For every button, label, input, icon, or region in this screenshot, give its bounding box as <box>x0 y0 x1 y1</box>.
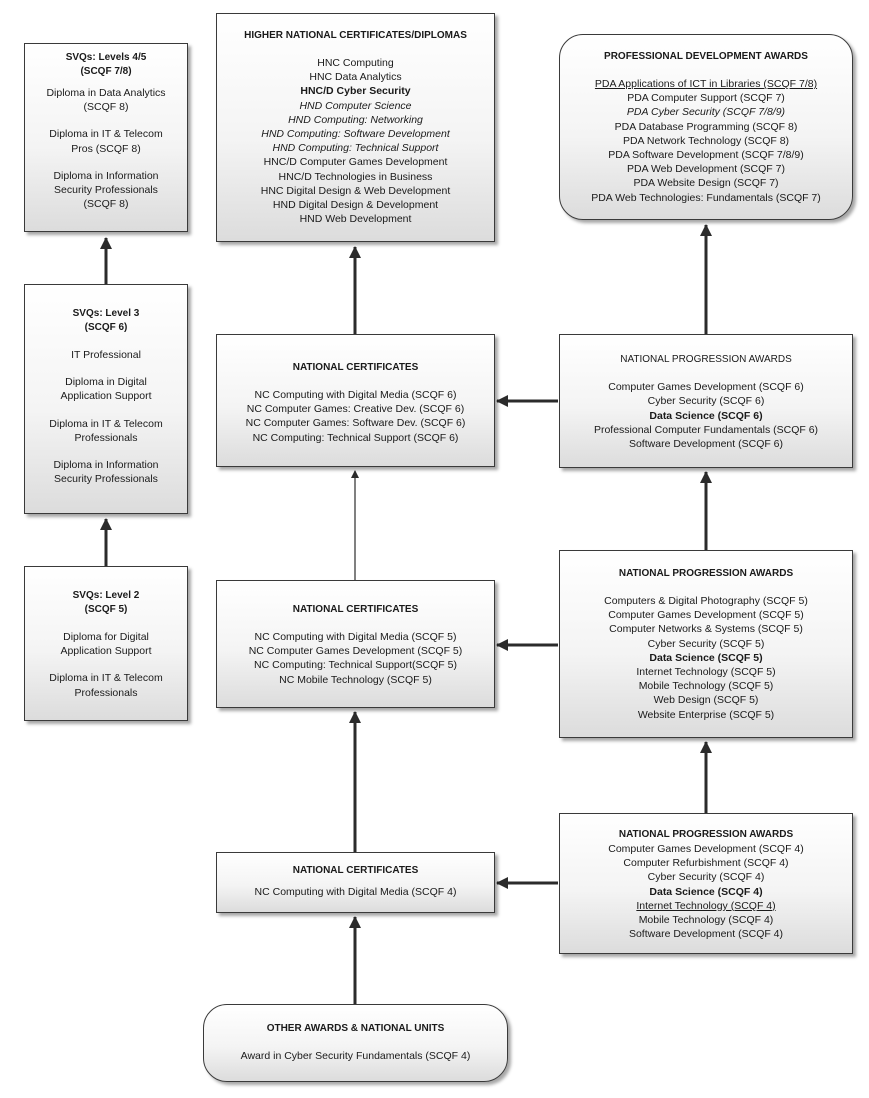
box-title: SVQs: Level 3 <box>72 308 140 319</box>
list-item: PDA Web Development (SCQF 7) <box>627 163 785 176</box>
box-subtitle: (SCQF 5) <box>84 604 128 615</box>
list-item: Computer Games Development (SCQF 6) <box>608 381 804 394</box>
box-title: SVQs: Levels 4/5 <box>65 52 147 63</box>
npa-scqf4-box: NATIONAL PROGRESSION AWARDS Computer Gam… <box>559 813 853 954</box>
list-item: Software Development (SCQF 4) <box>628 928 784 941</box>
list-item: Award in Cyber Security Fundamentals (SC… <box>240 1050 471 1062</box>
list-item: NC Computer Games: Software Dev. (SCQF 6… <box>245 417 466 430</box>
box-title: OTHER AWARDS & NATIONAL UNITS <box>266 1023 445 1034</box>
list-item: PDA Software Development (SCQF 7/8/9) <box>608 149 804 162</box>
list-item: PDA Computer Support (SCQF 7) <box>627 92 785 105</box>
list-item: Computer Refurbishment (SCQF 4) <box>623 857 789 870</box>
list-item: Cyber Security (SCQF 6) <box>647 395 765 408</box>
list-item: HND Computing: Networking <box>288 113 423 126</box>
list-item: Security Professionals <box>54 184 158 197</box>
box-title: SVQs: Level 2 <box>72 590 140 601</box>
svq-levels-4-5-box: SVQs: Levels 4/5 (SCQF 7/8) Diploma in D… <box>24 43 188 232</box>
list-item: HNC Data Analytics <box>309 71 402 84</box>
list-item: NC Computing with Digital Media (SCQF 5) <box>254 631 457 643</box>
box-title: NATIONAL PROGRESSION AWARDS <box>618 829 794 840</box>
list-item: HNC/D Computer Games Development <box>263 156 448 169</box>
list-item: Computer Games Development (SCQF 4) <box>608 843 804 855</box>
box-title: HIGHER NATIONAL CERTIFICATES/DIPLOMAS <box>244 30 467 41</box>
box-title: NATIONAL CERTIFICATES <box>292 362 419 373</box>
list-item: HND Web Development <box>299 213 412 226</box>
list-item: Diploma in Information <box>53 459 159 472</box>
list-item: HNC/D Technologies in Business <box>278 170 433 183</box>
list-item: Diploma in Data Analytics <box>46 87 166 99</box>
list-item: PDA Website Design (SCQF 7) <box>633 177 779 190</box>
list-item: Diploma in IT & Telecom <box>49 417 163 430</box>
npa-scqf5-box: NATIONAL PROGRESSION AWARDS Computers & … <box>559 550 853 738</box>
list-item: Computers & Digital Photography (SCQF 5) <box>604 595 808 607</box>
list-item: Web Design (SCQF 5) <box>653 694 759 707</box>
list-item: Computer Networks & Systems (SCQF 5) <box>609 623 803 636</box>
list-item: Data Science (SCQF 6) <box>649 409 763 422</box>
list-item: Internet Technology (SCQF 4) <box>636 899 776 912</box>
list-item: Software Development (SCQF 6) <box>628 438 784 451</box>
pda-box: PROFESSIONAL DEVELOPMENT AWARDS PDA Appl… <box>559 34 853 220</box>
list-item: PDA Database Programming (SCQF 8) <box>614 120 798 133</box>
list-item: HNC Digital Design & Web Development <box>260 184 451 197</box>
list-item: HND Computing: Technical Support <box>272 142 439 155</box>
list-item: (SCQF 8) <box>83 198 129 211</box>
other-awards-box: OTHER AWARDS & NATIONAL UNITS Award in C… <box>203 1004 508 1082</box>
box-subtitle: (SCQF 6) <box>84 322 128 333</box>
list-item: Professionals <box>74 431 138 444</box>
box-title: PROFESSIONAL DEVELOPMENT AWARDS <box>604 51 808 62</box>
list-item: PDA Network Technology (SCQF 8) <box>622 134 790 147</box>
national-certificates-scqf6-box: NATIONAL CERTIFICATES NC Computing with … <box>216 334 495 467</box>
box-title: NATIONAL PROGRESSION AWARDS <box>620 354 792 365</box>
list-item: Data Science (SCQF 5) <box>649 651 763 664</box>
list-item: (SCQF 8) <box>83 101 129 114</box>
list-item: Pros (SCQF 8) <box>71 142 141 155</box>
list-item: Cyber Security (SCQF 5) <box>647 637 765 650</box>
list-item: HNC Computing <box>317 57 394 69</box>
list-item: Mobile Technology (SCQF 5) <box>638 680 774 693</box>
list-item: HND Computer Science <box>299 99 412 112</box>
box-subtitle: (SCQF 7/8) <box>80 66 132 77</box>
list-item: Security Professionals <box>54 473 158 486</box>
list-item: Application Support <box>60 645 152 658</box>
list-item: Diploma in IT & Telecom <box>49 672 163 685</box>
list-item: HND Digital Design & Development <box>272 199 439 212</box>
list-item: Website Enterprise (SCQF 5) <box>637 708 775 721</box>
box-title: NATIONAL CERTIFICATES <box>292 604 419 615</box>
svq-level-3-box: SVQs: Level 3 (SCQF 6) IT Professional D… <box>24 284 188 514</box>
list-item: Diploma in Information <box>53 169 159 182</box>
hnc-hnd-box: HIGHER NATIONAL CERTIFICATES/DIPLOMAS HN… <box>216 13 495 242</box>
list-item: PDA Cyber Security (SCQF 7/8/9) <box>626 106 786 119</box>
list-item: NC Computer Games Development (SCQF 5) <box>248 645 463 658</box>
list-item: NC Computing: Technical Support(SCQF 5) <box>254 659 457 672</box>
npa-scqf6-box: NATIONAL PROGRESSION AWARDS Computer Gam… <box>559 334 853 468</box>
list-item: Data Science (SCQF 4) <box>649 885 763 898</box>
box-title: NATIONAL CERTIFICATES <box>292 865 419 876</box>
list-item: Computer Games Development (SCQF 5) <box>608 609 804 622</box>
list-item: Mobile Technology (SCQF 4) <box>638 914 774 927</box>
list-item: HND Computing: Software Development <box>261 128 450 141</box>
list-item: PDA Applications of ICT in Libraries (SC… <box>594 78 818 90</box>
list-item: Diploma for Digital <box>63 631 149 643</box>
list-item: Cyber Security (SCQF 4) <box>647 871 765 884</box>
list-item: NC Computer Games: Creative Dev. (SCQF 6… <box>246 403 465 416</box>
national-certificates-scqf5-box: NATIONAL CERTIFICATES NC Computing with … <box>216 580 495 708</box>
list-item: HNC/D Cyber Security <box>300 85 411 98</box>
list-item: NC Computing with Digital Media (SCQF 6) <box>254 389 457 401</box>
list-item: Professionals <box>74 686 138 699</box>
box-title: NATIONAL PROGRESSION AWARDS <box>618 568 794 579</box>
list-item: Internet Technology (SCQF 5) <box>636 666 776 679</box>
list-item: PDA Web Technologies: Fundamentals (SCQF… <box>591 191 821 204</box>
list-item: Professional Computer Fundamentals (SCQF… <box>593 423 819 436</box>
list-item: Application Support <box>60 390 152 403</box>
list-item: Diploma in IT & Telecom <box>49 128 163 141</box>
list-item: IT Professional <box>71 349 141 361</box>
list-item: NC Mobile Technology (SCQF 5) <box>279 673 432 686</box>
list-item: NC Computing: Technical Support (SCQF 6) <box>252 431 459 444</box>
national-certificates-scqf4-box: NATIONAL CERTIFICATES NC Computing with … <box>216 852 495 913</box>
list-item: NC Computing with Digital Media (SCQF 4) <box>254 886 457 898</box>
list-item: Diploma in Digital <box>65 376 147 389</box>
svq-level-2-box: SVQs: Level 2 (SCQF 5) Diploma for Digit… <box>24 566 188 721</box>
